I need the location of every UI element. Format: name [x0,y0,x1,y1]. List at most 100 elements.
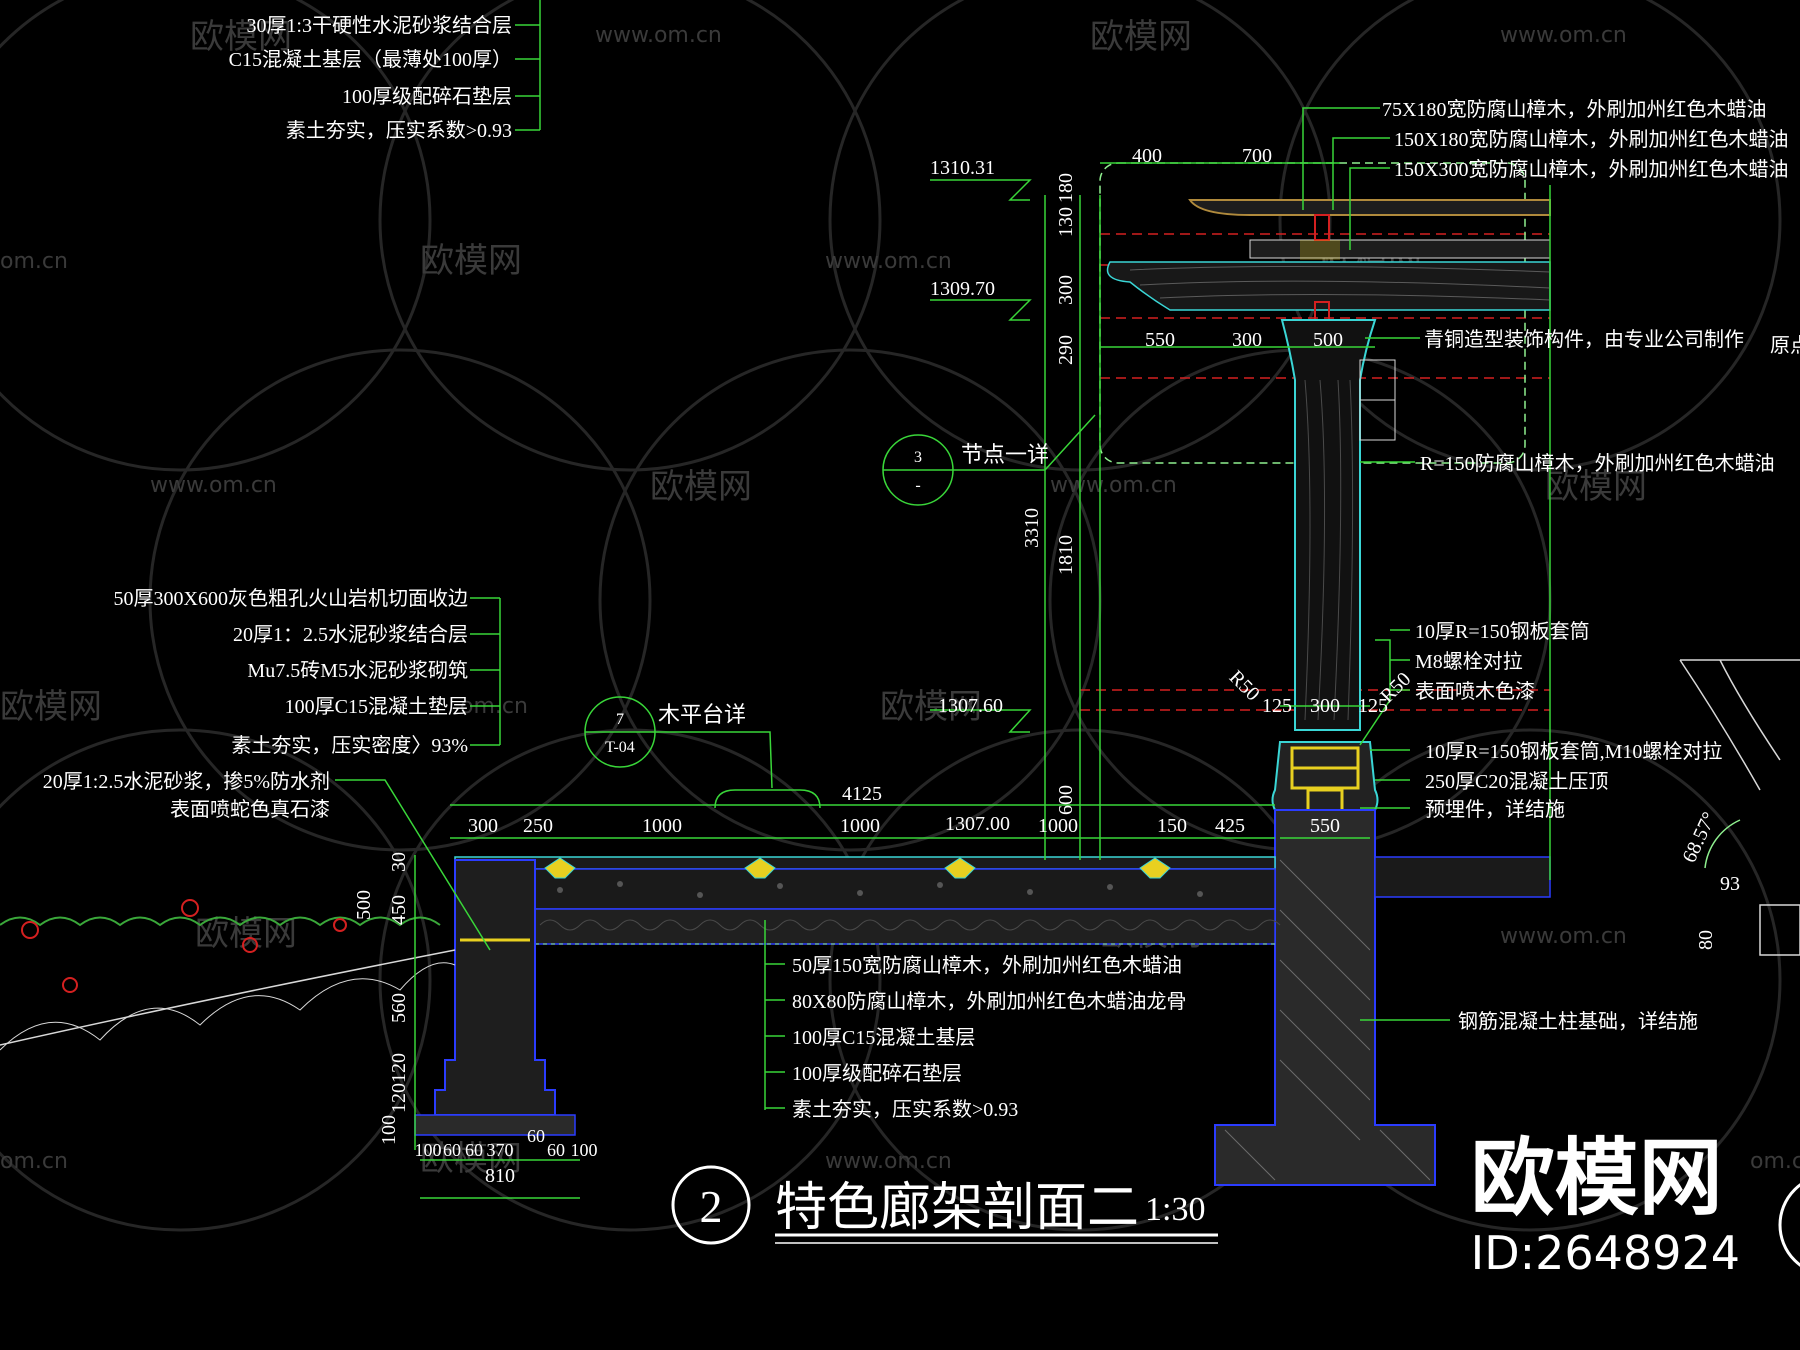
watermark-url-short: om.cn [0,1149,68,1174]
watermark-brand: 欧模网 [0,687,102,727]
leader-lines [335,0,1551,1199]
watermark-brand: 欧模网 [1090,17,1192,57]
note-top-left-2: C15混凝土基层（最薄处100厚） [229,48,512,71]
note-top-left-1: 30厚1:3干硬性水泥砂浆结合层 [246,14,512,37]
note-bronze: 青铜造型装饰构件，由专业公司制作 [1424,328,1744,351]
dim-v-290: 290 [1055,335,1077,365]
dim-wall-100: 100 [378,1115,400,1145]
elevation-lower: 1307.60 [938,695,1003,717]
footing-dims: 100 60 60 370 60 60 100 [415,1126,598,1160]
dim-run-1000c: 1000 [1038,815,1078,837]
note-foundation: 钢筋混凝土柱基础，详结施 [1458,1010,1698,1033]
note-bottom-3: 100厚C15混凝土基层 [792,1026,975,1049]
timber-deck [454,856,1551,945]
note-mid-left-1: 50厚300X600灰色粗孔火山岩机切面收边 [114,587,468,610]
note-bottom-1: 50厚150宽防腐山樟木，外刷加州红色木蜡油 [792,954,1182,977]
watermark-brand: 欧模网 [420,241,522,281]
note-edge: 原点 [1770,334,1800,357]
callout-deck-detail: 7 T-04 木平台详 [605,702,746,756]
watermark-brand: 欧模网 [880,687,982,727]
note-mid-left-4: 100厚C15混凝土垫层 [285,695,468,718]
dim-sleeve-125a: 125 [1262,695,1292,717]
brand-id: ID:2648924 [1470,1226,1740,1280]
timber-column [1280,319,1396,731]
note-waterproof-1: 20厚1:2.5水泥砂浆，掺5%防水剂 [43,770,330,793]
note-mid-left-3: Mu7.5砖M5水泥砂浆砌筑 [247,659,468,682]
dim-run-425: 425 [1215,815,1245,837]
note-top-left-4: 素土夯实，压实系数>0.93 [286,119,512,142]
elevation-mid: 1309.70 [930,278,995,300]
dim-footing-100b: 100 [571,1140,598,1160]
dim-v-300: 300 [1055,275,1077,305]
notes-top-right: 75X180宽防腐山樟木，外刷加州红色木蜡油 150X180宽防腐山樟木，外刷加… [1382,98,1800,475]
watermark-url: www.om.cn [595,23,722,48]
dim-run-1000b: 1000 [840,815,880,837]
callout-b-label: 木平台详 [658,702,746,727]
dim-footing-60d: 60 [547,1140,565,1160]
note-steel-3: 表面喷木色漆 [1415,680,1535,703]
dim-wall-450: 450 [388,895,410,925]
callout-a-number: 3 [914,449,922,466]
dim-v-180: 180 [1055,173,1077,203]
note-waterproof-2: 表面喷蛇色真石漆 [170,798,330,821]
dim-top-400: 400 [1132,145,1162,167]
dim-v-130: 130 [1055,207,1077,237]
dim-footing-60b: 60 [465,1140,483,1160]
watermark-brand: 欧模网 [190,17,292,57]
dim-v-3310: 3310 [1021,508,1043,548]
callout-b-number: 7 [616,711,624,728]
watermark-url: www.om.cn [1500,23,1627,48]
note-top-right-3: 150X300宽防腐山樟木，外刷加州红色木蜡油 [1394,158,1788,181]
notes-mid-left: 50厚300X600灰色粗孔火山岩机切面收边 20厚1：2.5水泥砂浆结合层 M… [43,587,468,821]
note-base-2: 250厚C20混凝土压顶 [1425,770,1608,793]
timber-beams [1099,162,1551,464]
dim-run-300: 300 [468,815,498,837]
dim-r50a: R50 [1225,666,1264,705]
callout-node-detail: 3 - 节点一详 [914,442,1049,494]
watermark-url: www.om.cn [150,473,277,498]
watermark-brand: 欧模网 [1545,467,1647,507]
elevation-marks: 1310.31 1309.70 1307.60 1307.00 [930,157,1010,835]
note-base-1: 10厚R=150钢板套筒,M10螺栓对拉 [1425,740,1722,763]
dim-footing-370: 370 [487,1140,514,1160]
planting-slope [0,899,456,1051]
dim-footing-60a: 60 [443,1140,461,1160]
note-base-3: 预埋件，详结施 [1425,798,1565,821]
watermark-url: www.om.cn [825,249,952,274]
watermark-url-short: om.cn [0,249,68,274]
dim-v-600: 600 [1055,785,1077,815]
dim-sleeve-300: 300 [1310,695,1340,717]
side-detail [1679,659,1800,956]
dim-run-150: 150 [1157,815,1187,837]
dim-v-1810: 1810 [1055,535,1077,575]
dim-side-93: 93 [1720,873,1740,895]
dim-col-base-550: 550 [1310,815,1340,837]
dim-wall-500: 500 [353,890,375,920]
dim-wall-30: 30 [388,852,410,872]
drawing-title: 2 特色廊架剖面二 1:30 [671,1165,1218,1245]
note-column: R=150防腐山樟木，外刷加州红色木蜡油 [1420,452,1775,475]
dim-footing-100a: 100 [415,1140,442,1160]
notes-bottom: 50厚150宽防腐山樟木，外刷加州红色木蜡油 80X80防腐山樟木，外刷加州红色… [792,954,1698,1121]
note-top-left-3: 100厚级配碎石垫层 [342,85,512,108]
dim-wall-560: 560 [388,993,410,1023]
watermark-url-short: om.cn [1750,1149,1800,1174]
dim-footing-60c: 60 [527,1126,545,1146]
dim-beam-500: 500 [1313,329,1343,351]
retaining-wall [414,859,576,1136]
dim-total-4125: 4125 [842,783,882,805]
dim-run-250: 250 [523,815,553,837]
callout-a-label: 节点一详 [961,442,1049,467]
note-steel-1: 10厚R=150钢板套筒 [1415,620,1590,643]
dim-run-1000a: 1000 [642,815,682,837]
note-top-right-2: 150X180宽防腐山樟木，外刷加州红色木蜡油 [1394,128,1788,151]
watermark-url: www.om.cn [1500,924,1627,949]
dim-wall-120b: 120 [388,1083,410,1113]
elevation-top: 1310.31 [930,157,995,179]
note-mid-left-5: 素土夯实，压实密度〉93% [231,734,468,757]
vertical-dims: 130 180 300 290 3310 1810 600 30 500 450… [353,173,1077,1145]
partial-circle [1778,1183,1800,1267]
note-bottom-5: 素土夯实，压实系数>0.93 [792,1098,1018,1121]
title-number: 2 [700,1181,723,1232]
